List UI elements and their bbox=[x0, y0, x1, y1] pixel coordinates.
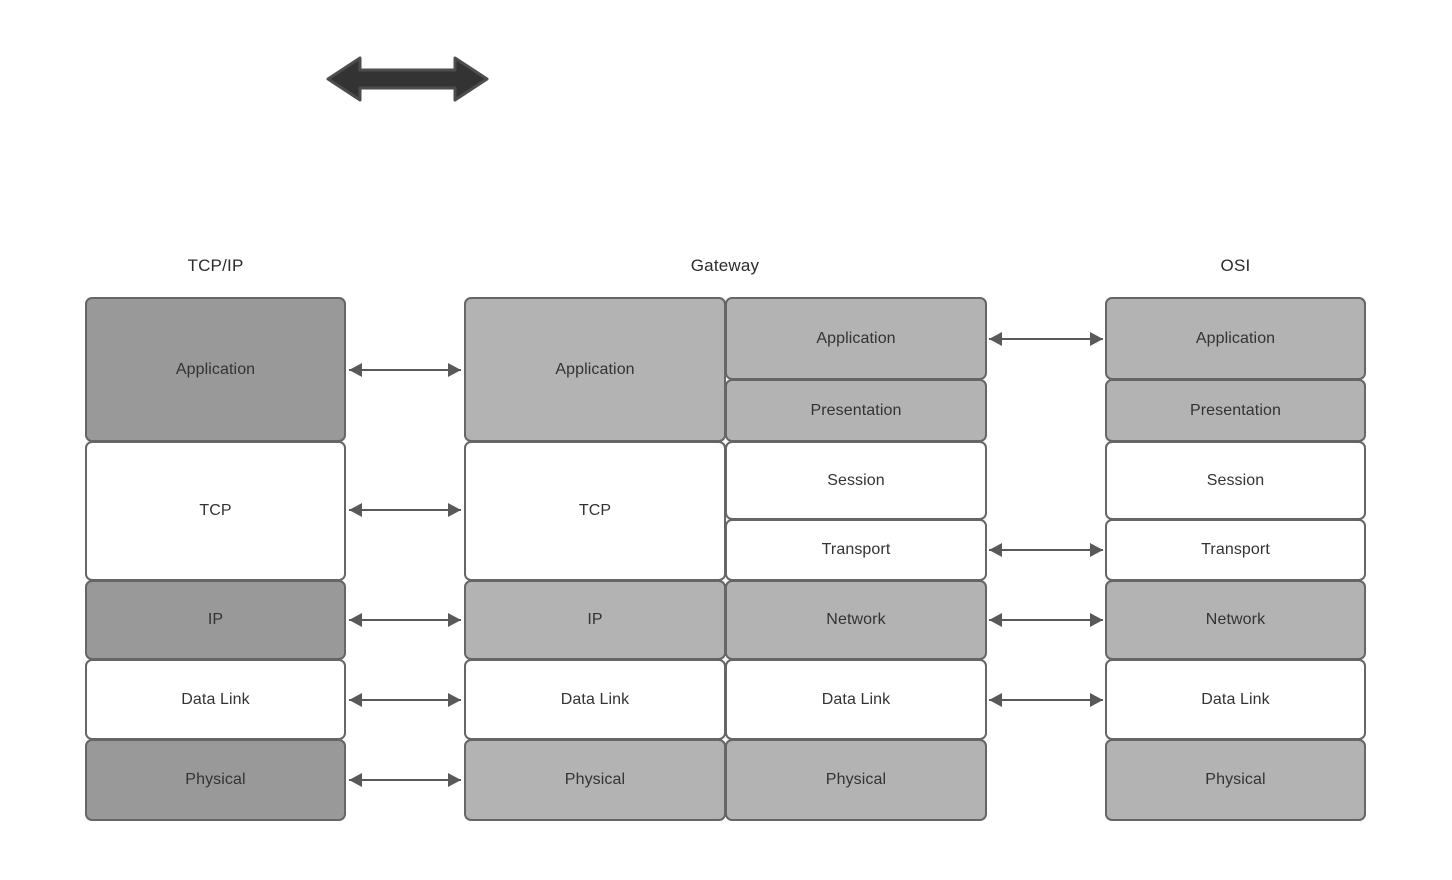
connector-gateway-osi-network bbox=[989, 613, 1103, 627]
tcpip-layer-ip[interactable]: IP bbox=[85, 580, 346, 660]
column-title-gateway: Gateway bbox=[690, 256, 760, 275]
osi-layer-application[interactable]: Application bbox=[1105, 297, 1366, 380]
gateway-right-layer-physical[interactable]: Physical bbox=[725, 739, 987, 821]
gateway-left-layer-tcp[interactable]: TCP bbox=[464, 441, 726, 581]
gateway-right-layer-presentation[interactable]: Presentation bbox=[725, 379, 987, 442]
connector-tcpip-gateway-physical bbox=[349, 773, 461, 787]
column-title-osi: OSI bbox=[1220, 256, 1251, 275]
gateway-left-layer-data-link[interactable]: Data Link bbox=[464, 659, 726, 740]
osi-layer-physical[interactable]: Physical bbox=[1105, 739, 1366, 821]
gateway-left-layer-ip[interactable]: IP bbox=[464, 580, 726, 660]
osi-layer-presentation[interactable]: Presentation bbox=[1105, 379, 1366, 442]
connector-tcpip-gateway-application bbox=[349, 363, 461, 377]
gateway-right-layer-transport[interactable]: Transport bbox=[725, 519, 987, 581]
gateway-right-layer-application[interactable]: Application bbox=[725, 297, 987, 380]
gateway-right-layer-network[interactable]: Network bbox=[725, 580, 987, 660]
gateway-left-layer-physical[interactable]: Physical bbox=[464, 739, 726, 821]
column-title-tcpip: TCP/IP bbox=[187, 256, 244, 275]
connector-gateway-osi-transport bbox=[989, 543, 1103, 557]
osi-layer-transport[interactable]: Transport bbox=[1105, 519, 1366, 581]
connector-gateway-osi-application bbox=[989, 332, 1103, 346]
connector-gateway-osi-data-link bbox=[989, 693, 1103, 707]
osi-layer-session[interactable]: Session bbox=[1105, 441, 1366, 520]
tcpip-layer-data-link[interactable]: Data Link bbox=[85, 659, 346, 740]
connector-tcpip-gateway-tcp bbox=[349, 503, 461, 517]
gateway-right-layer-data-link[interactable]: Data Link bbox=[725, 659, 987, 740]
osi-layer-data-link[interactable]: Data Link bbox=[1105, 659, 1366, 740]
tcpip-layer-tcp[interactable]: TCP bbox=[85, 441, 346, 581]
tcpip-layer-application[interactable]: Application bbox=[85, 297, 346, 442]
bidirectional-block-arrow-icon bbox=[326, 56, 489, 102]
connector-tcpip-gateway-ip bbox=[349, 613, 461, 627]
gateway-left-layer-application[interactable]: Application bbox=[464, 297, 726, 442]
osi-layer-network[interactable]: Network bbox=[1105, 580, 1366, 660]
tcpip-layer-physical[interactable]: Physical bbox=[85, 739, 346, 821]
gateway-right-layer-session[interactable]: Session bbox=[725, 441, 987, 520]
connector-tcpip-gateway-data-link bbox=[349, 693, 461, 707]
